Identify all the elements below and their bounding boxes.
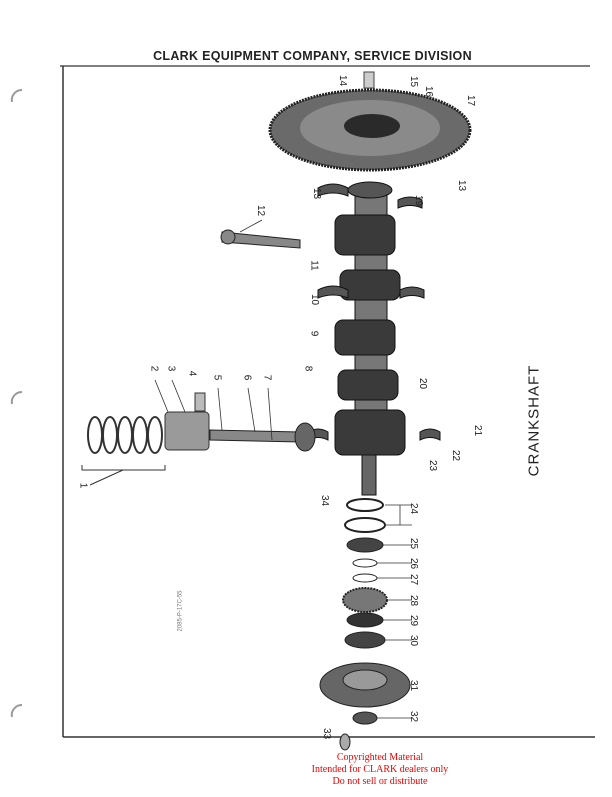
callout-26: 26: [408, 557, 420, 570]
callout-30: 30: [408, 634, 420, 647]
front-gear-stack: [319, 498, 411, 751]
callout-12: 12: [255, 204, 267, 217]
callout-15: 15: [408, 75, 420, 88]
callout-19: 19: [413, 194, 425, 207]
flywheel: [268, 88, 472, 172]
callout-4: 4: [186, 370, 198, 377]
callout-1: 1: [77, 482, 89, 489]
page-header: CLARK EQUIPMENT COMPANY, SERVICE DIVISIO…: [153, 49, 472, 63]
callout-22: 22: [450, 449, 462, 462]
leader-lines: [154, 219, 412, 719]
watermark-line-2: Intended for CLARK dealers only: [311, 764, 449, 775]
callout-10: 10: [309, 293, 321, 306]
callout-33: 33: [321, 727, 333, 740]
connecting-rods: [209, 229, 316, 452]
watermark-line-1: Copyrighted Material: [336, 752, 424, 763]
piston: [164, 392, 210, 451]
callout-6: 6: [241, 374, 253, 381]
callout-31: 31: [408, 679, 420, 692]
watermark-line-3: Do not sell or distribute: [332, 776, 428, 787]
callout-34: 34: [319, 494, 331, 507]
callout-13: 13: [311, 187, 323, 200]
callout-27: 27: [408, 573, 420, 586]
callout-29: 29: [408, 614, 420, 627]
piston-rings: [87, 416, 163, 454]
callout-2: 2: [148, 365, 160, 372]
callout-3: 3: [165, 365, 177, 372]
callout-13-flywheel: 13: [456, 179, 468, 192]
callout-8: 8: [302, 365, 314, 372]
binder-holes: [10, 88, 23, 718]
callout-25: 25: [408, 537, 420, 550]
callout-14: 14: [337, 74, 349, 87]
callout-23: 23: [427, 459, 439, 472]
callout-11: 11: [308, 260, 320, 271]
callout-24: 24: [408, 502, 420, 515]
callout-20: 20: [417, 377, 429, 390]
callout-32: 32: [408, 710, 420, 723]
figure-code: 2085-P-17C-55: [177, 590, 184, 632]
callout-16: 16: [423, 85, 435, 98]
callout-28: 28: [408, 594, 420, 607]
callout-7: 7: [261, 374, 273, 381]
dowel-pin: [363, 71, 375, 89]
callout-9: 9: [308, 330, 320, 337]
crankshaft: [334, 181, 406, 496]
main-bearings: [307, 183, 441, 441]
ring-bracket: [81, 465, 166, 471]
callout-5: 5: [211, 374, 223, 381]
copyright-watermark: Copyrighted Material Intended for CLARK …: [290, 752, 470, 788]
callout-17: 17: [465, 94, 477, 107]
figure-title: CRANKSHAFT: [525, 364, 543, 477]
callout-21: 21: [472, 424, 484, 437]
